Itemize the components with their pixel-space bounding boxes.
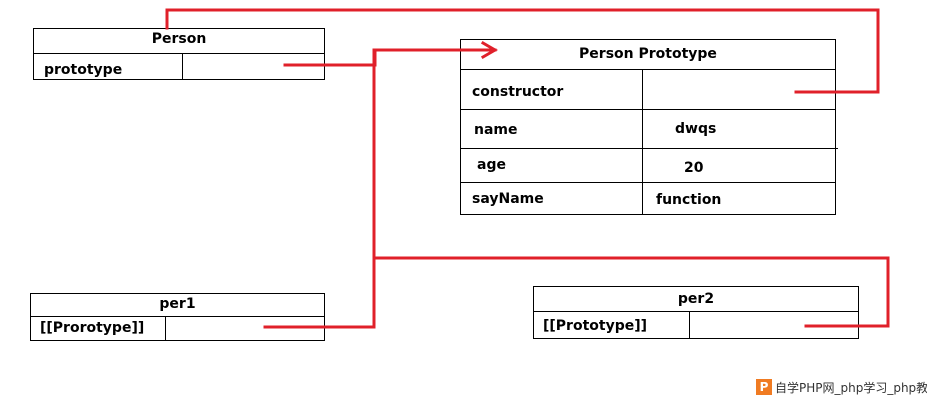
age-label: age <box>477 157 506 173</box>
watermark: P 自学PHP网_php学习_php教 <box>756 378 927 396</box>
per1-title: per1 <box>159 296 196 312</box>
name-label: name <box>474 122 518 138</box>
per1-pointer <box>263 48 376 329</box>
sayname-label: sayName <box>472 191 544 207</box>
person-title: Person <box>151 31 207 47</box>
divider <box>34 53 324 54</box>
watermark-text: 自学PHP网_php学习_php教 <box>775 380 927 395</box>
divider <box>165 316 166 341</box>
person-prototype-label: prototype <box>44 62 123 78</box>
divider <box>461 148 838 149</box>
per1-box: per1 [[Prorotype]] <box>30 293 325 341</box>
prototype-title: Person Prototype <box>579 46 717 62</box>
prototype-pointer <box>283 48 497 67</box>
sayname-value: function <box>656 192 722 208</box>
divider <box>31 316 324 317</box>
per2-title: per2 <box>677 291 715 307</box>
divider <box>461 109 835 110</box>
divider <box>534 311 858 312</box>
per1-prototype-label: [[Prorotype]] <box>40 320 145 336</box>
divider <box>689 311 690 339</box>
name-value: dwqs <box>675 121 717 137</box>
divider <box>461 69 835 70</box>
divider <box>461 182 835 183</box>
age-value: 20 <box>684 160 704 176</box>
arrow-head-icon <box>480 40 498 60</box>
per2-pointer <box>372 256 890 328</box>
divider <box>182 53 183 80</box>
person-prototype-box: Person Prototype constructor name dwqs a… <box>460 39 838 215</box>
per2-prototype-label: [[Prototype]] <box>543 318 648 334</box>
constructor-pointer <box>165 8 880 94</box>
constructor-label: constructor <box>472 84 564 100</box>
divider <box>642 69 643 215</box>
php-logo-icon: P <box>756 379 772 395</box>
person-box: Person prototype <box>33 28 325 80</box>
per2-box: per2 [[Prototype]] <box>533 286 859 339</box>
